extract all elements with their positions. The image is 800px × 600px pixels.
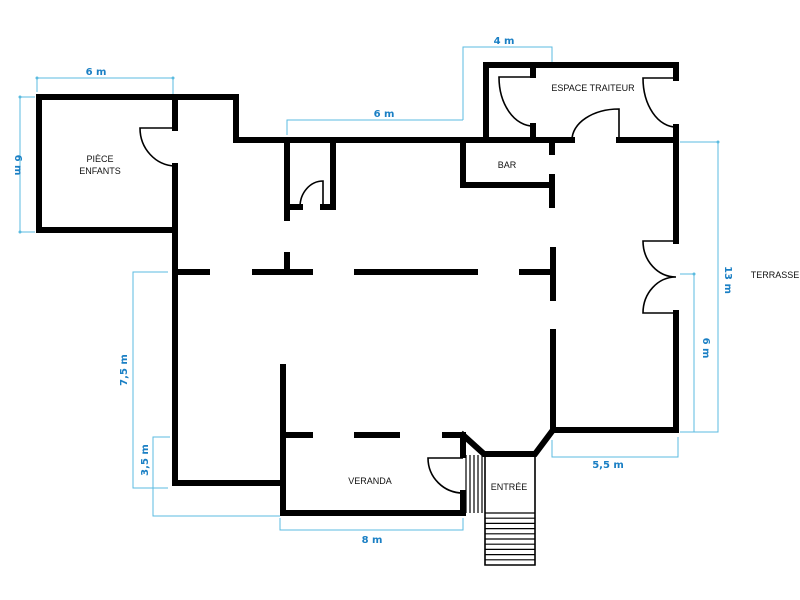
interior-dash-4 <box>519 247 556 301</box>
dim-west-main: 7,5 m <box>119 354 130 386</box>
dim-east-partial: 6 m <box>700 338 711 359</box>
doors <box>139 76 677 494</box>
entree-outline <box>484 454 536 566</box>
veranda-walls <box>280 364 466 516</box>
dim-southeast: 5,5 m <box>592 460 624 471</box>
dim-north-wall-line <box>286 119 463 135</box>
dim-east-partial-line <box>680 273 695 432</box>
traiteur-main-door <box>571 108 620 141</box>
wc-walls <box>284 137 336 221</box>
label-terrasse: TERRASSE <box>751 270 800 280</box>
dim-enfants-width-line <box>36 77 174 95</box>
wc-door <box>299 180 324 208</box>
dim-enfants-depth: 6 m <box>12 155 23 176</box>
label-veranda: VERANDA <box>348 476 392 486</box>
dimension-lines <box>18 46 720 531</box>
veranda-door <box>427 457 464 494</box>
dim-traiteur-width: 4 m <box>494 36 515 47</box>
enfants-door <box>139 127 176 167</box>
dim-enfants-width: 6 m <box>86 67 107 78</box>
dim-veranda-width-line <box>279 518 464 531</box>
label-enfants: ENFANTS <box>79 166 121 176</box>
north-wall <box>172 94 575 143</box>
traiteur-side-door <box>498 76 534 127</box>
label-bar: BAR <box>498 160 517 170</box>
label-piece: PIÈCE <box>86 154 113 164</box>
east-wall-south <box>550 310 679 433</box>
dim-east-total: 13 m <box>722 266 733 294</box>
dim-traiteur-width-line <box>462 46 553 120</box>
dim-east-total-line <box>680 141 719 433</box>
bar-walls <box>460 137 555 188</box>
north-wall-east <box>616 124 679 143</box>
walls <box>36 62 679 516</box>
traiteur-walls <box>483 62 679 143</box>
interior-dash-2 <box>252 252 313 275</box>
dim-veranda-width: 8 m <box>362 535 383 546</box>
terrasse-double-door <box>642 240 677 314</box>
entrance-walls <box>458 425 558 457</box>
dim-west-veranda: 3,5 m <box>140 444 151 476</box>
label-entree: ENTRÉE <box>491 482 528 492</box>
traiteur-east-door <box>642 77 677 128</box>
entrance-stairs <box>465 454 536 566</box>
dim-north-wall: 6 m <box>374 109 395 120</box>
west-wall <box>172 163 286 486</box>
dim-southeast-line <box>551 437 679 458</box>
side-steps <box>465 455 483 513</box>
dim-west-veranda-line <box>152 436 280 517</box>
front-stairs <box>485 512 535 561</box>
dim-west-main-line <box>132 271 168 489</box>
dim-enfants-depth-line <box>19 96 35 233</box>
label-espace-traiteur: ESPACE TRAITEUR <box>551 83 635 93</box>
